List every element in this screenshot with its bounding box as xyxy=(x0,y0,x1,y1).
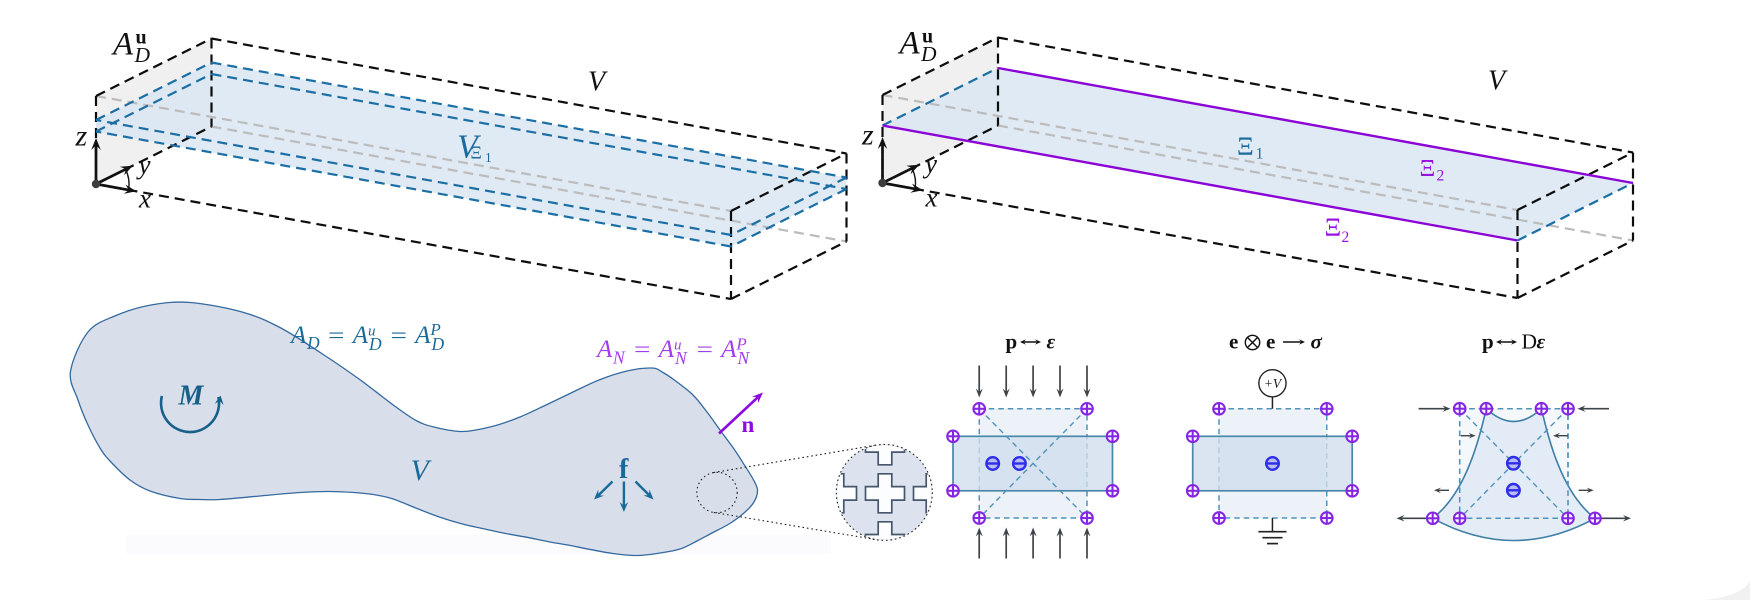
svg-text:D: D xyxy=(1522,330,1538,354)
svg-text:P: P xyxy=(429,320,440,339)
svg-text:y: y xyxy=(922,149,937,179)
svg-text:2: 2 xyxy=(1437,168,1445,185)
svg-text:N: N xyxy=(674,348,688,368)
svg-text:ε: ε xyxy=(1047,330,1056,354)
svg-text:p: p xyxy=(1482,330,1494,354)
svg-text:A: A xyxy=(111,27,134,63)
svg-text:Ξ: Ξ xyxy=(1420,155,1436,182)
svg-text:A: A xyxy=(898,26,921,62)
svg-text:2: 2 xyxy=(1342,229,1350,246)
svg-text:n: n xyxy=(742,412,755,437)
svg-text:1: 1 xyxy=(1256,146,1264,163)
svg-text:D: D xyxy=(920,42,937,66)
svg-text:Ξ: Ξ xyxy=(471,143,482,163)
svg-text:A: A xyxy=(351,322,369,349)
svg-text:A: A xyxy=(657,336,675,363)
svg-text:=: = xyxy=(328,322,345,347)
svg-text:e: e xyxy=(1229,330,1238,354)
svg-text:D: D xyxy=(431,334,445,354)
svg-text:D: D xyxy=(306,333,320,353)
svg-text:=: = xyxy=(391,322,408,347)
svg-text:z: z xyxy=(75,120,88,153)
svg-text:V: V xyxy=(411,454,433,487)
svg-text:ε: ε xyxy=(1537,330,1546,354)
svg-text:u: u xyxy=(674,338,682,354)
svg-text:D: D xyxy=(368,334,382,354)
svg-text:u: u xyxy=(368,323,376,339)
svg-text:u: u xyxy=(922,26,933,48)
svg-text:f: f xyxy=(619,454,629,485)
svg-text:N: N xyxy=(737,348,751,368)
svg-text:V: V xyxy=(1488,66,1508,97)
svg-text:Ξ: Ξ xyxy=(1237,132,1254,161)
svg-text:=: = xyxy=(697,337,714,362)
svg-text:N: N xyxy=(612,347,626,367)
svg-text:Ξ: Ξ xyxy=(1325,213,1342,242)
svg-text:σ: σ xyxy=(1311,330,1323,354)
svg-text:A: A xyxy=(595,336,613,363)
svg-text:A: A xyxy=(413,322,431,349)
svg-text:e: e xyxy=(1266,330,1275,354)
svg-text:x: x xyxy=(925,183,938,213)
svg-text:z: z xyxy=(861,119,874,152)
svg-text:+V: +V xyxy=(1264,376,1283,391)
svg-text:1: 1 xyxy=(485,150,492,165)
svg-text:u: u xyxy=(136,27,147,49)
svg-text:p: p xyxy=(1006,330,1018,354)
svg-text:=: = xyxy=(634,337,651,362)
svg-text:M: M xyxy=(178,380,205,411)
svg-text:x: x xyxy=(138,184,151,214)
svg-text:y: y xyxy=(136,150,151,180)
svg-text:D: D xyxy=(134,43,151,67)
svg-text:V: V xyxy=(588,67,608,98)
svg-text:A: A xyxy=(719,336,737,363)
svg-text:A: A xyxy=(289,322,307,349)
svg-text:P: P xyxy=(735,334,746,353)
